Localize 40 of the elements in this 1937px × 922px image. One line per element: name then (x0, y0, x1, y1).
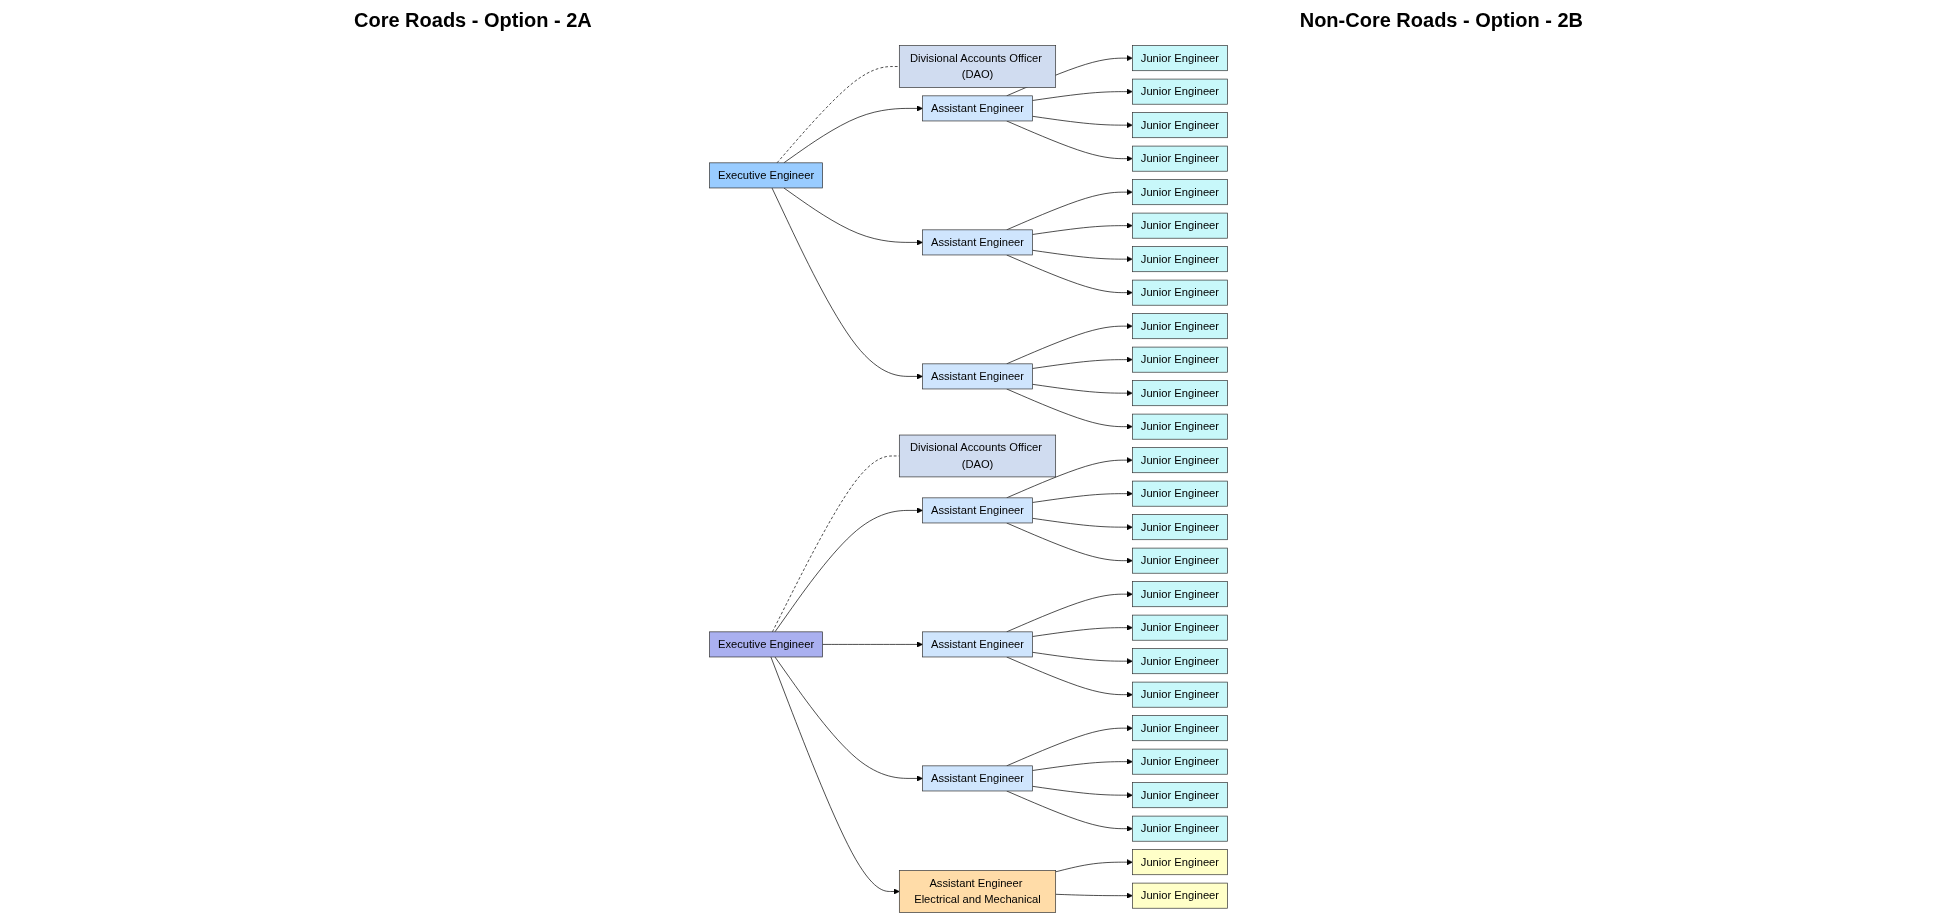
chart-heading: Core Roads - Option - 2A (353, 8, 592, 32)
node-box: Junior Engineer (1132, 614, 1228, 641)
node-box: Junior Engineer (1132, 112, 1228, 139)
node-box: Junior Engineer (1132, 514, 1228, 541)
node-box: Assistant Engineer Electrical and Mechanical (899, 870, 1056, 913)
node-box: Junior Engineer (1132, 648, 1228, 675)
node-box: Junior Engineer (1132, 480, 1228, 507)
node-box: Executive Engineer (709, 162, 823, 189)
node-box: Executive Engineer (709, 631, 823, 658)
connector (772, 455, 900, 633)
node-box: Junior Engineer (1132, 413, 1228, 440)
node-box: Junior Engineer (1132, 547, 1228, 574)
node-box: Junior Engineer (1132, 581, 1228, 608)
node-box: Junior Engineer (1132, 346, 1228, 373)
node-box: Junior Engineer (1132, 882, 1228, 909)
node-box: Assistant Engineer (922, 95, 1033, 122)
node-box: Junior Engineer (1132, 447, 1228, 474)
node-box: Assistant Engineer (922, 363, 1033, 390)
node-box: Junior Engineer (1132, 748, 1228, 775)
node-box: Junior Engineer (1132, 681, 1228, 708)
node-box: Junior Engineer (1132, 78, 1228, 105)
node-box: Divisional Accounts Officer (DAO) (899, 434, 1056, 478)
node-box: Junior Engineer (1132, 849, 1228, 876)
node-box: Junior Engineer (1132, 45, 1228, 72)
node-box: Junior Engineer (1132, 246, 1228, 273)
node-box: Junior Engineer (1132, 313, 1228, 340)
node-box: Assistant Engineer (922, 765, 1033, 792)
node-box: Junior Engineer (1132, 815, 1228, 842)
node-box: Junior Engineer (1132, 145, 1228, 172)
node-box: Junior Engineer (1132, 782, 1228, 809)
node-box: Assistant Engineer (922, 229, 1033, 256)
chart-heading: Non-Core Roads - Option - 2B (1299, 8, 1584, 32)
node-box: Junior Engineer (1132, 212, 1228, 239)
node-box: Junior Engineer (1132, 279, 1228, 306)
node-box: Junior Engineer (1132, 179, 1228, 206)
node-box: Junior Engineer (1132, 380, 1228, 407)
node-box: Assistant Engineer (922, 631, 1033, 658)
node-box: Junior Engineer (1132, 715, 1228, 742)
node-box: Divisional Accounts Officer (DAO) (899, 45, 1056, 88)
node-box: Assistant Engineer (922, 497, 1033, 524)
